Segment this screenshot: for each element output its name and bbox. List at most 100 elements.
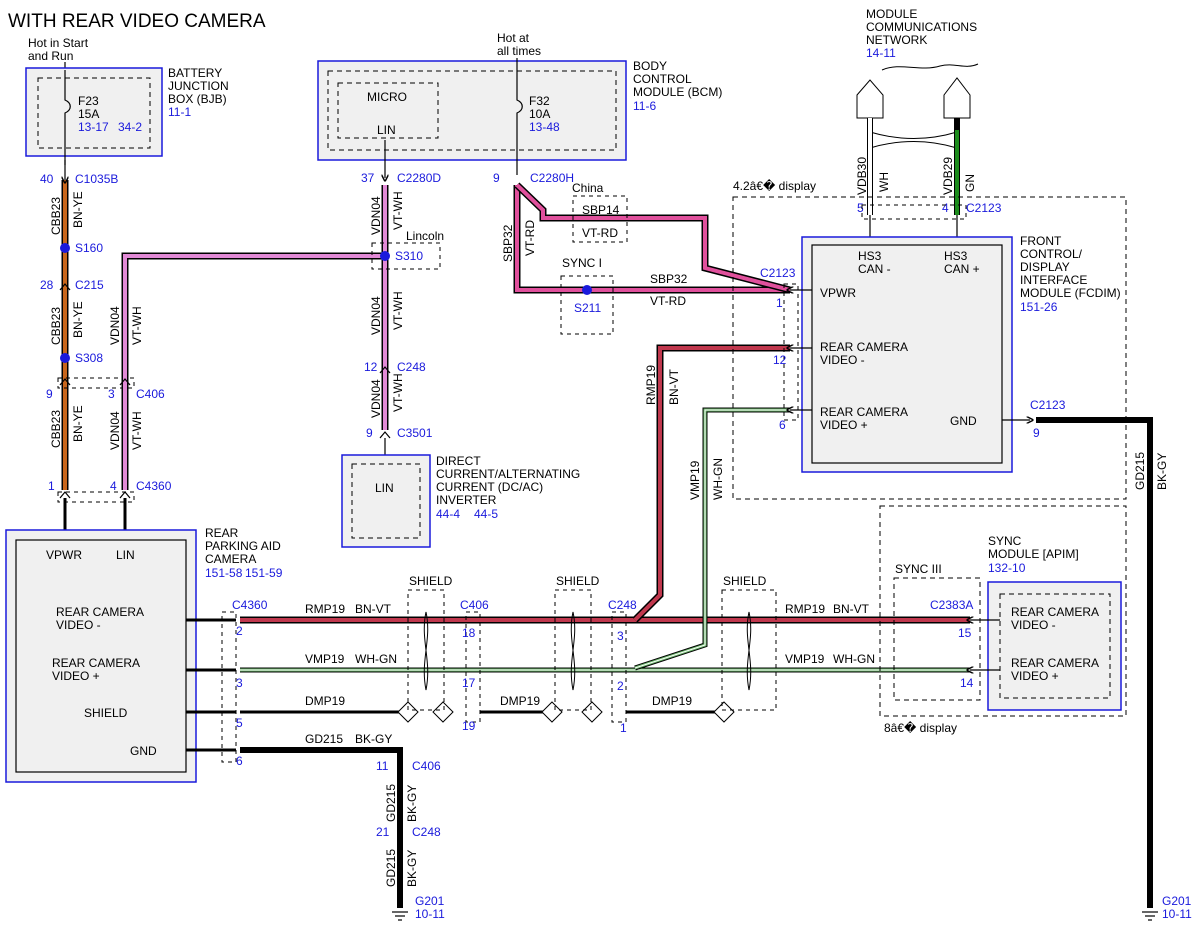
c406-vdn-pin: 3	[108, 387, 115, 401]
bn-ye-label-1: BN-YE	[71, 191, 85, 228]
dcac-name-1: DIRECT	[436, 454, 481, 468]
c3501-pin: 9	[366, 426, 373, 440]
shield-label-1: SHIELD	[409, 574, 453, 588]
fcdim-vpwr: VPWR	[820, 286, 856, 300]
bk-gy-label-4: BK-GY	[1155, 453, 1169, 490]
dcac-ref-b: 44-5	[474, 507, 498, 521]
dmp19-label-2: DMP19	[500, 694, 540, 708]
bcm-fuse-name: F32	[529, 94, 550, 108]
gd215-label-4: GD215	[1133, 452, 1147, 490]
bjb-fuse-name: F23	[78, 94, 99, 108]
c248-dmp-pin: 1	[620, 721, 627, 735]
fcdim-ref: 151-26	[1020, 300, 1058, 314]
network-connector-icon-1	[856, 79, 884, 119]
vmp19-label-3: VMP19	[688, 460, 702, 500]
bn-ye-label-3: BN-YE	[71, 405, 85, 442]
sbp32-label-2: SBP32	[650, 272, 688, 286]
camera-rcv-pos-2: VIDEO +	[52, 669, 100, 683]
vt-wh-label-3: VT-WH	[391, 191, 405, 230]
vt-wh-label-4: VT-WH	[391, 291, 405, 330]
bjb-fuse-amps: 15A	[78, 107, 99, 121]
cbb23-label-1: CBB23	[49, 197, 63, 235]
dcac-name-3: CURRENT (DC/AC)	[436, 480, 543, 494]
c2123-label-1: C2123	[760, 266, 796, 280]
vt-rd-label-1: VT-RD	[582, 226, 618, 240]
fcdim-name-1: FRONT	[1020, 234, 1062, 248]
lincoln-label: Lincoln	[406, 229, 444, 243]
fuse-f23-icon	[64, 70, 71, 165]
c2383a-vmp-pin: 14	[960, 676, 974, 690]
c4360-label-2: C4360	[232, 598, 268, 612]
sync-rcv-pos-2: VIDEO +	[1011, 669, 1059, 683]
wh-gn-label-1: WH-GN	[355, 652, 397, 666]
wire-cbb23: 40 C1035B CBB23 BN-YE S160 28 C215 CBB23…	[40, 160, 118, 530]
c4360-cbb-pin: 1	[48, 479, 55, 493]
wire-gd215-fcdim: GD215 BK-GY G201 10-11	[1036, 417, 1192, 921]
c215-pin: 28	[40, 278, 54, 292]
g201-ref-1: 10-11	[415, 907, 445, 921]
s211-label: S211	[574, 301, 601, 315]
bk-gy-label-1: BK-GY	[355, 732, 392, 746]
camera-name-2: PARKING AID	[205, 539, 281, 553]
c2123-vpwr-pin: 1	[776, 296, 783, 310]
c248-label-1: C248	[397, 360, 426, 374]
bcm-fuse-ref: 13-48	[529, 120, 560, 134]
fcdim-gnd: GND	[950, 414, 977, 428]
c4360-vdn-pin: 4	[110, 479, 117, 493]
c406-label-3: C406	[412, 759, 441, 773]
g201-label-2: G201	[1162, 894, 1192, 908]
rmp19-label-2: RMP19	[785, 602, 825, 616]
sbp14-label: SBP14	[582, 203, 620, 217]
c3501-label: C3501	[397, 426, 433, 440]
wire-rmp19-branch: RMP19 BN-VT	[632, 344, 790, 623]
rmp19-label-1: RMP19	[305, 602, 345, 616]
c4360-rmp-pin: 2	[236, 624, 243, 638]
network-connector-icon-2	[943, 77, 971, 119]
bcm-micro: MICRO	[367, 90, 407, 104]
g201-label-1: G201	[415, 894, 445, 908]
wire-dmp19: DMP19 DMP19 DMP19	[240, 694, 735, 723]
sync-rcv-neg-2: VIDEO -	[1011, 618, 1056, 632]
gn-label: GN	[963, 174, 977, 192]
camera-name-3: CAMERA	[205, 552, 256, 566]
fcdim-option: 4.2â€� display	[733, 179, 816, 193]
bjb-name-1: BATTERY	[168, 66, 222, 80]
fcdim-hs3-pos-2: CAN +	[944, 262, 980, 276]
c1035b-pin: 40	[40, 172, 54, 186]
bcm-lin: LIN	[377, 123, 396, 137]
g201-ref-2: 10-11	[1162, 907, 1192, 921]
c2280h-label: C2280H	[530, 171, 574, 185]
body-control-module: Hot at all times MICRO LIN F32 10A 13-48…	[317, 31, 722, 175]
sync-module: 8â€� display SYNC III REAR CAMERA VIDEO …	[879, 505, 1127, 735]
dcac-name-4: INVERTER	[436, 493, 497, 507]
dmp19-label-3: DMP19	[652, 694, 692, 708]
bcm-name-2: CONTROL	[633, 72, 692, 86]
sync-option: 8â€� display	[884, 721, 957, 735]
cbb23-label-2: CBB23	[49, 307, 63, 345]
shield-2: SHIELD	[554, 574, 600, 711]
fcdim-hs3-pos-1: HS3	[944, 249, 968, 263]
vdb29-label: VDB29	[941, 157, 955, 195]
fuse-f32-icon	[516, 58, 523, 175]
dcac-ref-a: 44-4	[436, 507, 460, 521]
rmp19-label-3: RMP19	[644, 365, 658, 405]
vdn04-label-3: VDN04	[369, 196, 383, 235]
c2123-gnd-pin: 9	[1033, 426, 1040, 440]
vt-wh-label-2: VT-WH	[130, 411, 144, 450]
bk-gy-label-2: BK-GY	[405, 785, 419, 822]
bcm-hot-label-1: Hot at	[497, 31, 530, 45]
wire-vdn04-camera: VDN04 VT-WH 3 C406 VDN04 VT-WH 4 C4360	[108, 252, 385, 530]
shield-label-3: SHIELD	[723, 574, 767, 588]
splice-s160	[60, 243, 70, 253]
dmp19-label-1: DMP19	[305, 694, 345, 708]
camera-rcv-neg-1: REAR CAMERA	[56, 605, 144, 619]
c2280h-pin: 9	[493, 171, 500, 185]
fcdim-hs3-neg-2: CAN -	[858, 262, 891, 276]
bn-ye-label-2: BN-YE	[71, 301, 85, 338]
vt-wh-label-1: VT-WH	[130, 306, 144, 345]
splice-s211	[582, 285, 592, 295]
page-title: WITH REAR VIDEO CAMERA	[8, 11, 266, 32]
bk-gy-label-3: BK-GY	[405, 850, 419, 887]
s310-label: S310	[395, 249, 423, 263]
s160-label: S160	[75, 241, 103, 255]
